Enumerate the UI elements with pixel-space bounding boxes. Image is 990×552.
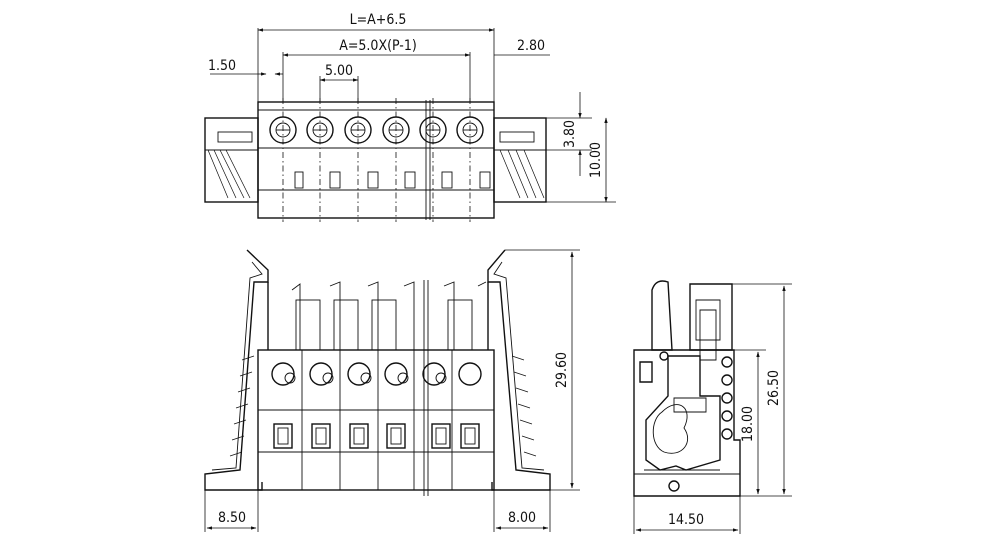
dim-right-offset: 2.80 — [517, 38, 545, 54]
dim-side-width: 14.50 — [668, 512, 704, 528]
dim-pitch: 5.00 — [325, 63, 353, 79]
top-dimensions: L=A+6.5 A=5.0X(P-1) 5.00 1.50 2.80 3.80 … — [208, 12, 616, 203]
dim-top-small-height: 3.80 — [562, 120, 578, 148]
dim-top-total-height: 10.00 — [588, 142, 604, 178]
front-view — [204, 249, 551, 496]
front-dimensions: 29.60 8.50 8.00 — [204, 249, 580, 532]
dim-side-body-height: 18.00 — [740, 406, 756, 442]
dim-pitch-formula: A=5.0X(P-1) — [339, 38, 417, 54]
screw-row-top — [269, 116, 484, 144]
dim-overall-length: L=A+6.5 — [350, 12, 407, 28]
wire-entries — [273, 423, 480, 449]
dim-left-offset: 1.50 — [208, 58, 236, 74]
side-view — [633, 280, 741, 497]
dim-side-total-height: 26.50 — [766, 370, 782, 406]
side-dimensions: 26.50 18.00 14.50 — [633, 283, 792, 534]
top-view — [204, 98, 547, 222]
dim-right-flange: 8.00 — [508, 510, 536, 526]
dim-front-height: 29.60 — [554, 352, 570, 388]
dim-left-flange: 8.50 — [218, 510, 246, 526]
screw-row-front — [271, 362, 482, 386]
